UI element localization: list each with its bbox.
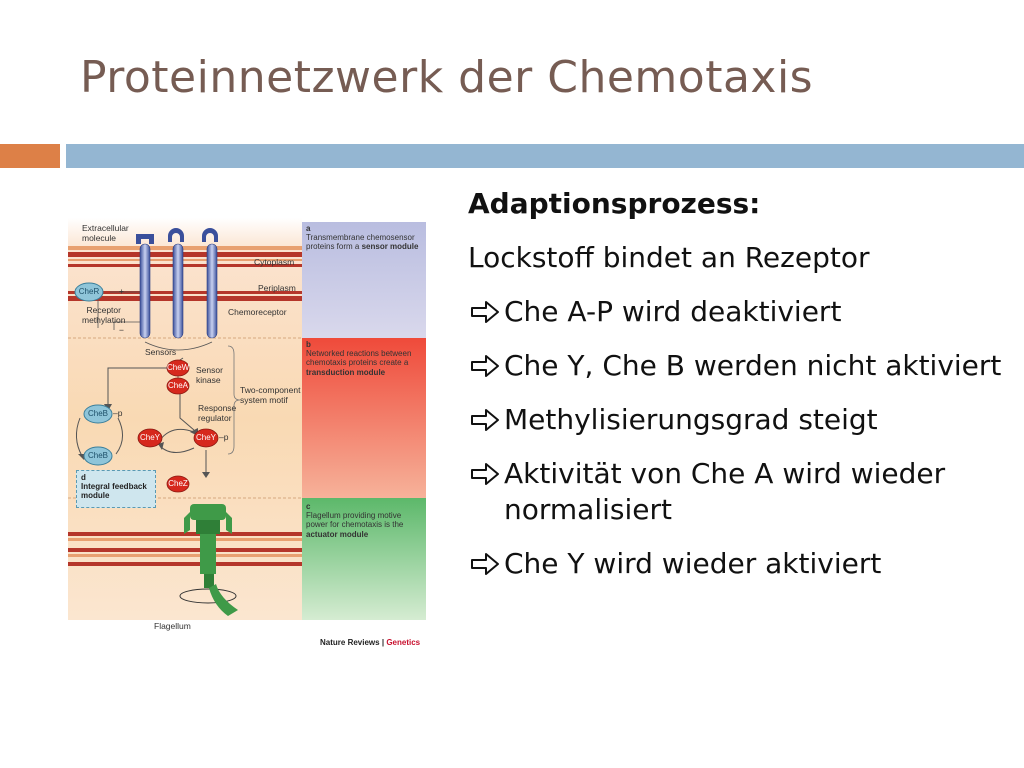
module-a-bold: sensor module (361, 242, 419, 252)
label-extracellular: Extracellular molecule (82, 223, 129, 243)
outline-right-arrow-icon (471, 409, 499, 431)
credit-journal: Nature Reviews (320, 638, 380, 647)
outline-right-arrow-icon (471, 463, 499, 485)
chemotaxis-figure: Extracellular molecule Cytoplasm Peripla… (68, 218, 428, 658)
module-a-letter: a (306, 224, 311, 233)
label-response-regulator: Response regulator (198, 403, 237, 423)
module-a-bg (302, 222, 426, 338)
module-b-caption: b Networked reactions between chemotaxis… (306, 340, 424, 377)
slide-title: Proteinnetzwerk der Chemotaxis (80, 52, 814, 103)
label-cytoplasm: Cytoplasm (254, 257, 295, 267)
bullet-item: Che A-P wird deaktiviert (468, 294, 1008, 330)
protein-cher: CheR (78, 287, 100, 296)
label-sensors: Sensors (145, 347, 177, 357)
module-a-text: Transmembrane chemosensor proteins form … (306, 233, 415, 252)
label-chemoreceptor: Chemoreceptor (228, 307, 287, 317)
protein-cheb: CheB (87, 451, 108, 460)
content-intro: Lockstoff bindet an Rezeptor (468, 241, 870, 274)
module-b-bold: transduction module (306, 367, 386, 377)
outline-right-arrow-icon (471, 301, 499, 323)
module-c-bg (302, 498, 426, 620)
module-a-caption: a Transmembrane chemosensor proteins for… (306, 224, 424, 252)
label-phospho-chey: –p (219, 432, 229, 442)
protein-chey-left: CheY (139, 433, 160, 442)
module-c-bold: actuator module (306, 529, 369, 539)
label-periplasm: Periplasm (258, 283, 296, 293)
label-minus: − (119, 325, 124, 335)
bullet-item: Che Y wird wieder aktiviert (468, 546, 1008, 582)
label-flagellum: Flagellum (154, 621, 191, 631)
label-phospho-cheb: –p (113, 408, 123, 418)
credit-separator: | (381, 638, 385, 647)
protein-chea: CheA (167, 381, 188, 390)
content-heading: Adaptionsprozess: (468, 187, 761, 220)
bullet-item: Che Y, Che B werden nicht aktiviert (468, 348, 1008, 384)
module-c-caption: c Flagellum providing motive power for c… (306, 502, 424, 539)
feedback-text: Integral feedback module (81, 482, 147, 501)
accent-bar-orange (0, 144, 60, 168)
bullet-item: Methylisierungsgrad steigt (468, 402, 1008, 438)
bullet-text: Methylisierungsgrad steigt (504, 403, 878, 436)
label-two-component: Two-component system motif (240, 385, 301, 405)
module-b-letter: b (306, 340, 311, 349)
module-c-letter: c (306, 502, 311, 511)
feedback-module-box: d Integral feedback module (76, 470, 156, 508)
figure-credit: Nature Reviews | Genetics (320, 638, 420, 647)
label-plus: + (119, 286, 124, 296)
outline-right-arrow-icon (471, 355, 499, 377)
feedback-letter: d (81, 473, 86, 482)
credit-section: Genetics (386, 638, 421, 647)
protein-chez: CheZ (168, 479, 188, 488)
protein-chey-right: CheY (195, 433, 216, 442)
chemotaxis-diagram (68, 218, 426, 620)
label-sensor-kinase: Sensor kinase (196, 365, 223, 385)
label-receptor-methylation: Receptor methylation (82, 305, 126, 325)
accent-bar-blue (66, 144, 1024, 168)
module-b-text: Networked reactions between chemotaxis p… (306, 349, 412, 368)
module-b-bg (302, 338, 426, 498)
bullet-text: Che Y wird wieder aktiviert (504, 547, 882, 580)
content-block: Adaptionsprozess: Lockstoff bindet an Re… (468, 186, 1008, 600)
protein-chew: CheW (167, 363, 190, 372)
module-c-text: Flagellum providing motive power for che… (306, 511, 404, 530)
bullet-text: Che Y, Che B werden nicht aktiviert (504, 349, 1002, 382)
bullet-item: Aktivität von Che A wird wieder normalis… (468, 456, 1008, 528)
bullet-text: Che A-P wird deaktiviert (504, 295, 842, 328)
protein-cheb-p: CheB (87, 409, 108, 418)
bullet-text: Aktivität von Che A wird wieder normalis… (504, 457, 946, 526)
outline-right-arrow-icon (471, 553, 499, 575)
